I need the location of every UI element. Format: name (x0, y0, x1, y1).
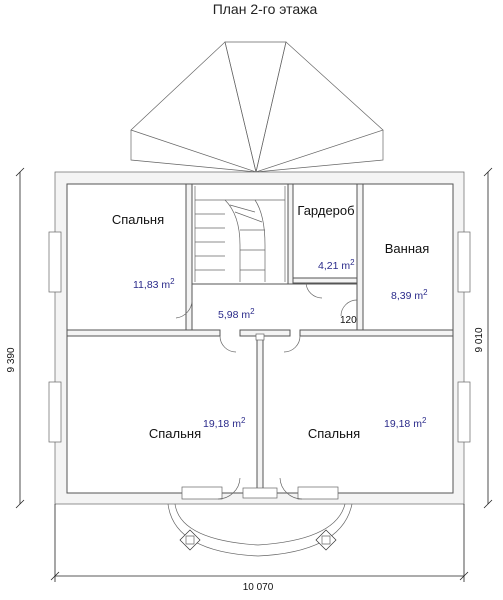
dimension-bottom: 10 070 (243, 582, 274, 593)
dimension-left: 9 390 (6, 347, 17, 372)
plan-title: План 2-го этажа (213, 1, 318, 17)
room-area-hall: 5,98 m2 (218, 307, 255, 321)
room-area-bedroom-upper: 11,83 m2 (133, 277, 175, 291)
room-name-bedroom-lower-right: Спальня (308, 426, 360, 441)
room-name-bedroom-upper: Спальня (112, 212, 164, 227)
dimension-lines (15, 167, 493, 582)
room-area-bedroom-lower-left: 19,18 m2 (203, 416, 246, 430)
room-name-bathroom: Ванная (385, 241, 430, 256)
roof-projection (130, 41, 384, 173)
dimension-right: 9 010 (474, 327, 485, 352)
room-area-wardrobe: 4,21 m2 (318, 258, 355, 272)
door-swings (175, 282, 358, 353)
balcony (167, 477, 353, 557)
room-name-wardrobe: Гардероб (297, 203, 354, 218)
room-name-bedroom-lower-left: Спальня (149, 426, 201, 441)
room-area-bedroom-lower-right: 19,18 m2 (384, 416, 427, 430)
room-area-bathroom: 8,39 m2 (391, 288, 428, 302)
door-width-label: 120 (340, 315, 357, 326)
staircase (194, 186, 286, 282)
windows (48, 231, 471, 443)
